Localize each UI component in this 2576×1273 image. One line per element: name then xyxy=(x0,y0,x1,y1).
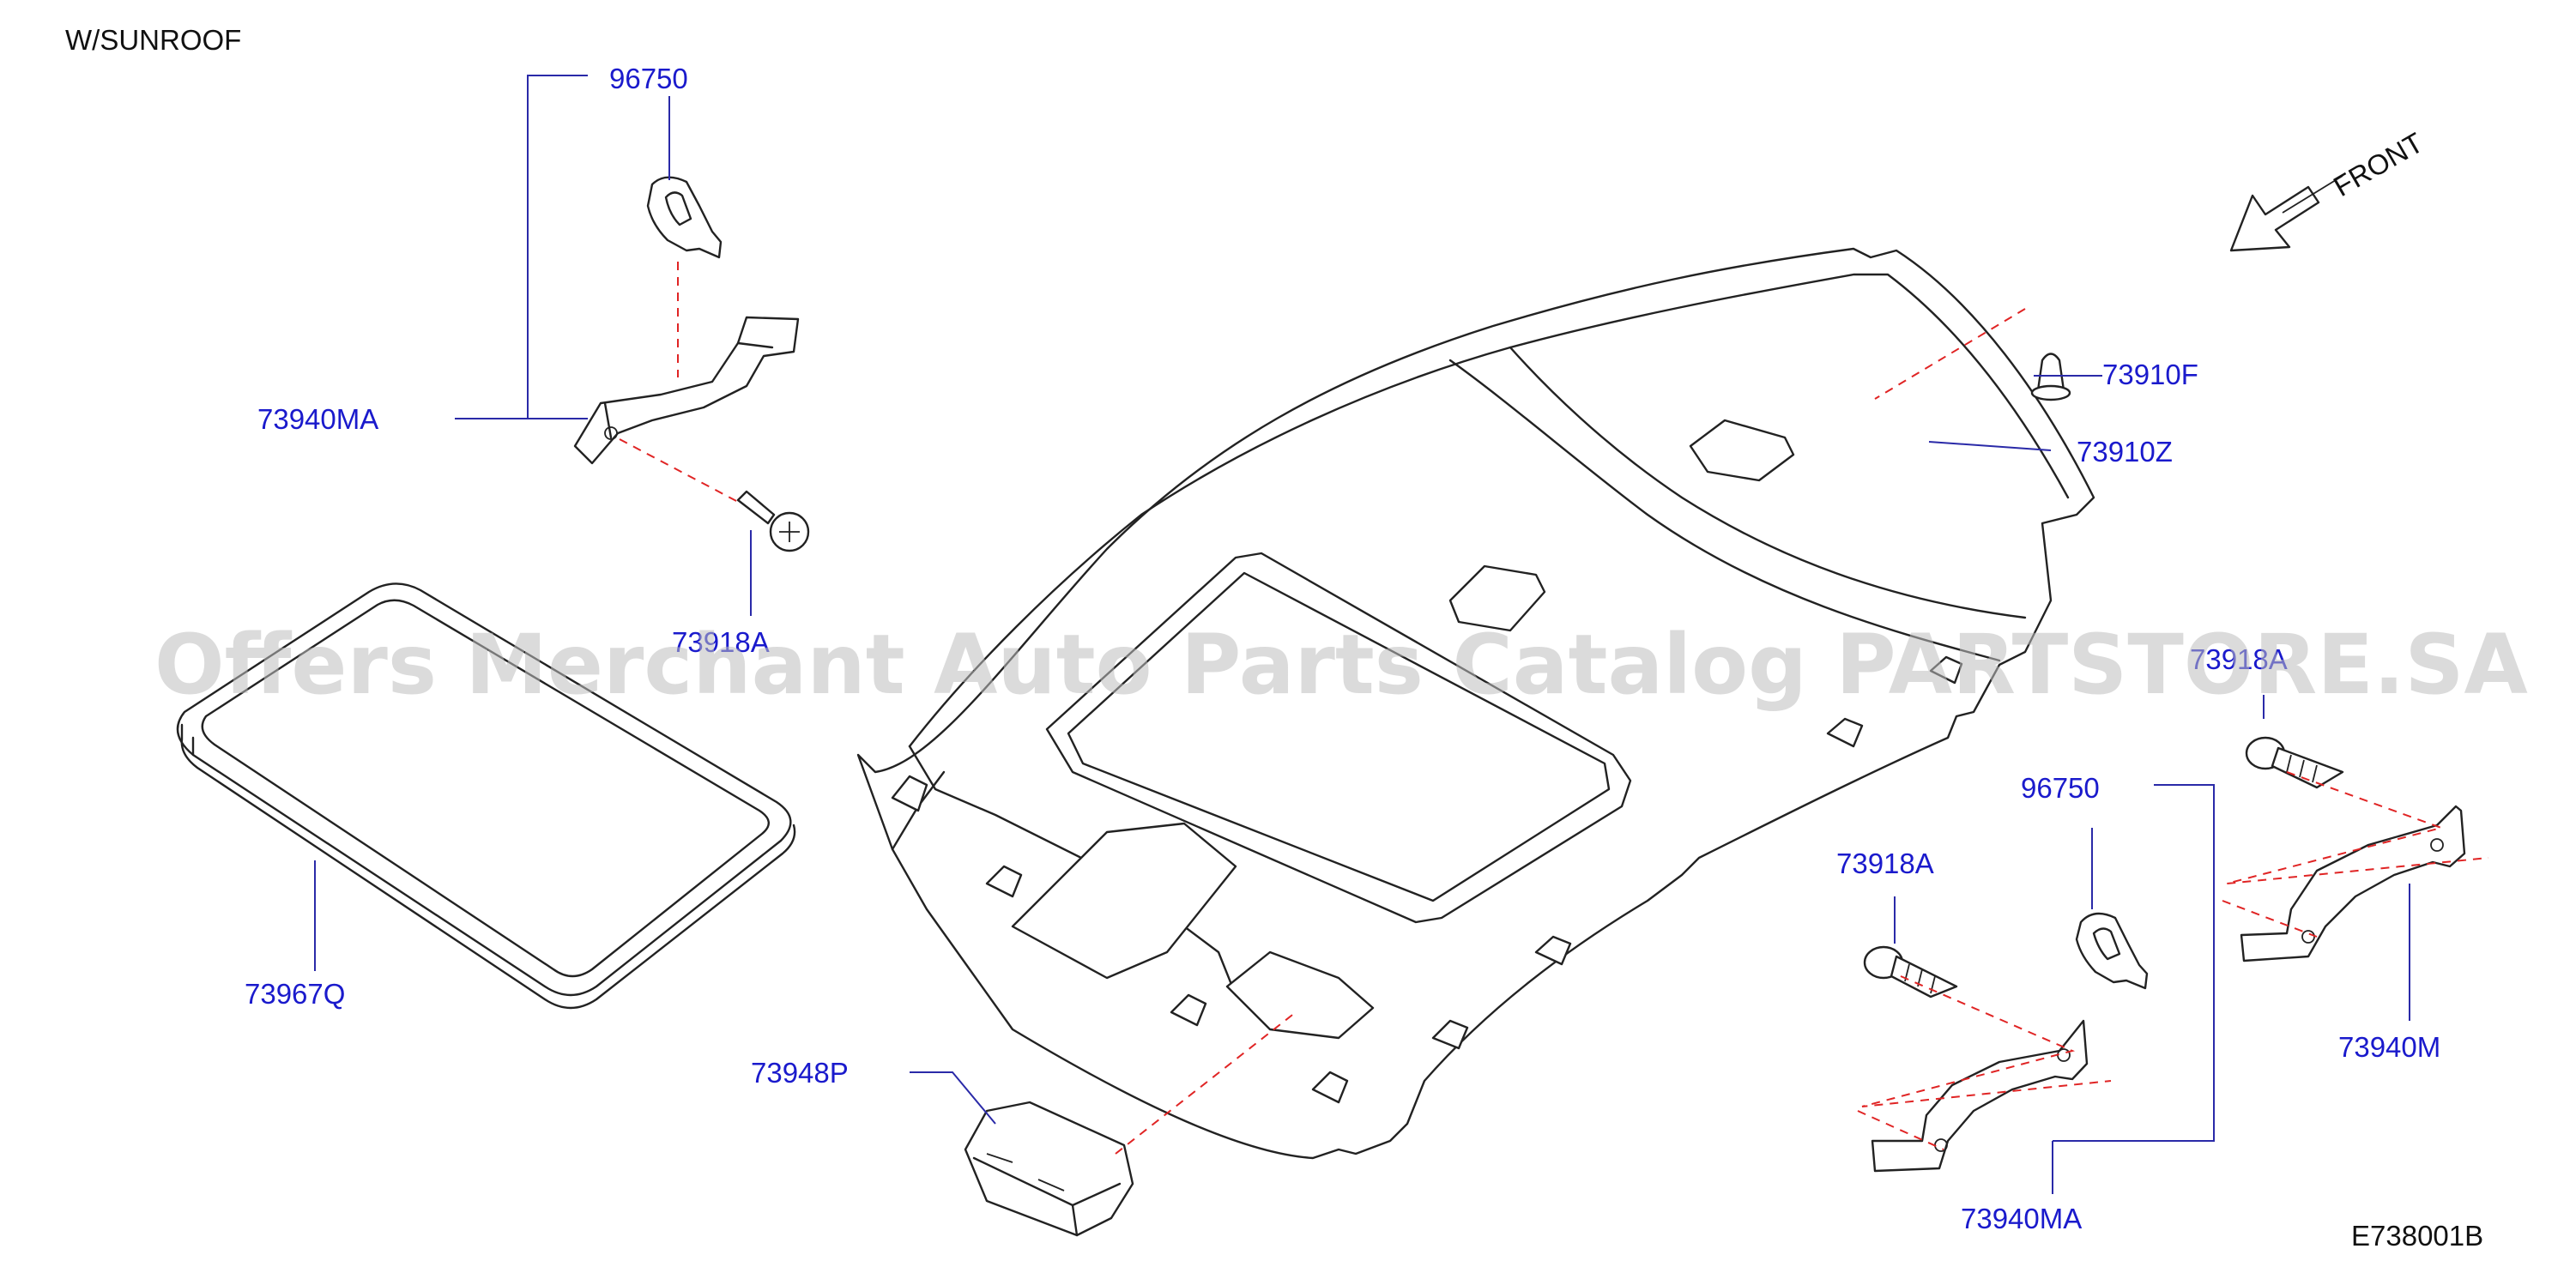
screw-mid[interactable] xyxy=(1863,945,1958,998)
diagram-code: E738001B xyxy=(2351,1220,2483,1252)
screw-top[interactable] xyxy=(736,490,810,552)
headlining-panel[interactable] xyxy=(856,247,2095,1160)
label-headlining: 73910Z xyxy=(2077,436,2173,468)
headlining-clip[interactable] xyxy=(2030,353,2071,401)
watermark: Offers Merchant Auto Parts Catalog PARTS… xyxy=(154,617,2528,713)
front-label: FRONT xyxy=(2328,126,2428,202)
label-screw-right: 73918A xyxy=(2190,643,2288,675)
grip-bracket-top[interactable] xyxy=(573,316,800,465)
label-grip-bottom: 73940MA xyxy=(1961,1203,2082,1234)
label-sunroof-seal: 73967Q xyxy=(245,978,345,1010)
label-headlining-clip: 73910F xyxy=(2102,359,2198,390)
label-screw-mid: 73918A xyxy=(1836,848,1934,879)
label-clip-right: 96750 xyxy=(2021,772,2100,804)
front-arrow-icon xyxy=(2229,175,2343,252)
lamp-bracket[interactable] xyxy=(964,1101,1134,1237)
label-lamp-bracket: 73948P xyxy=(751,1057,849,1089)
screw-right[interactable] xyxy=(2245,736,2344,789)
label-clip-top: 96750 xyxy=(609,63,688,94)
sunroof-seal[interactable] xyxy=(176,582,796,1010)
clip-right[interactable] xyxy=(2075,912,2149,990)
variant-label: W/SUNROOF xyxy=(65,24,241,56)
clip-top[interactable] xyxy=(646,176,723,259)
label-grip-right: 73940M xyxy=(2338,1031,2440,1063)
label-screw-top: 73918A xyxy=(672,626,770,658)
grip-right[interactable] xyxy=(2240,805,2466,962)
label-grip-bracket-top: 73940MA xyxy=(257,403,378,435)
